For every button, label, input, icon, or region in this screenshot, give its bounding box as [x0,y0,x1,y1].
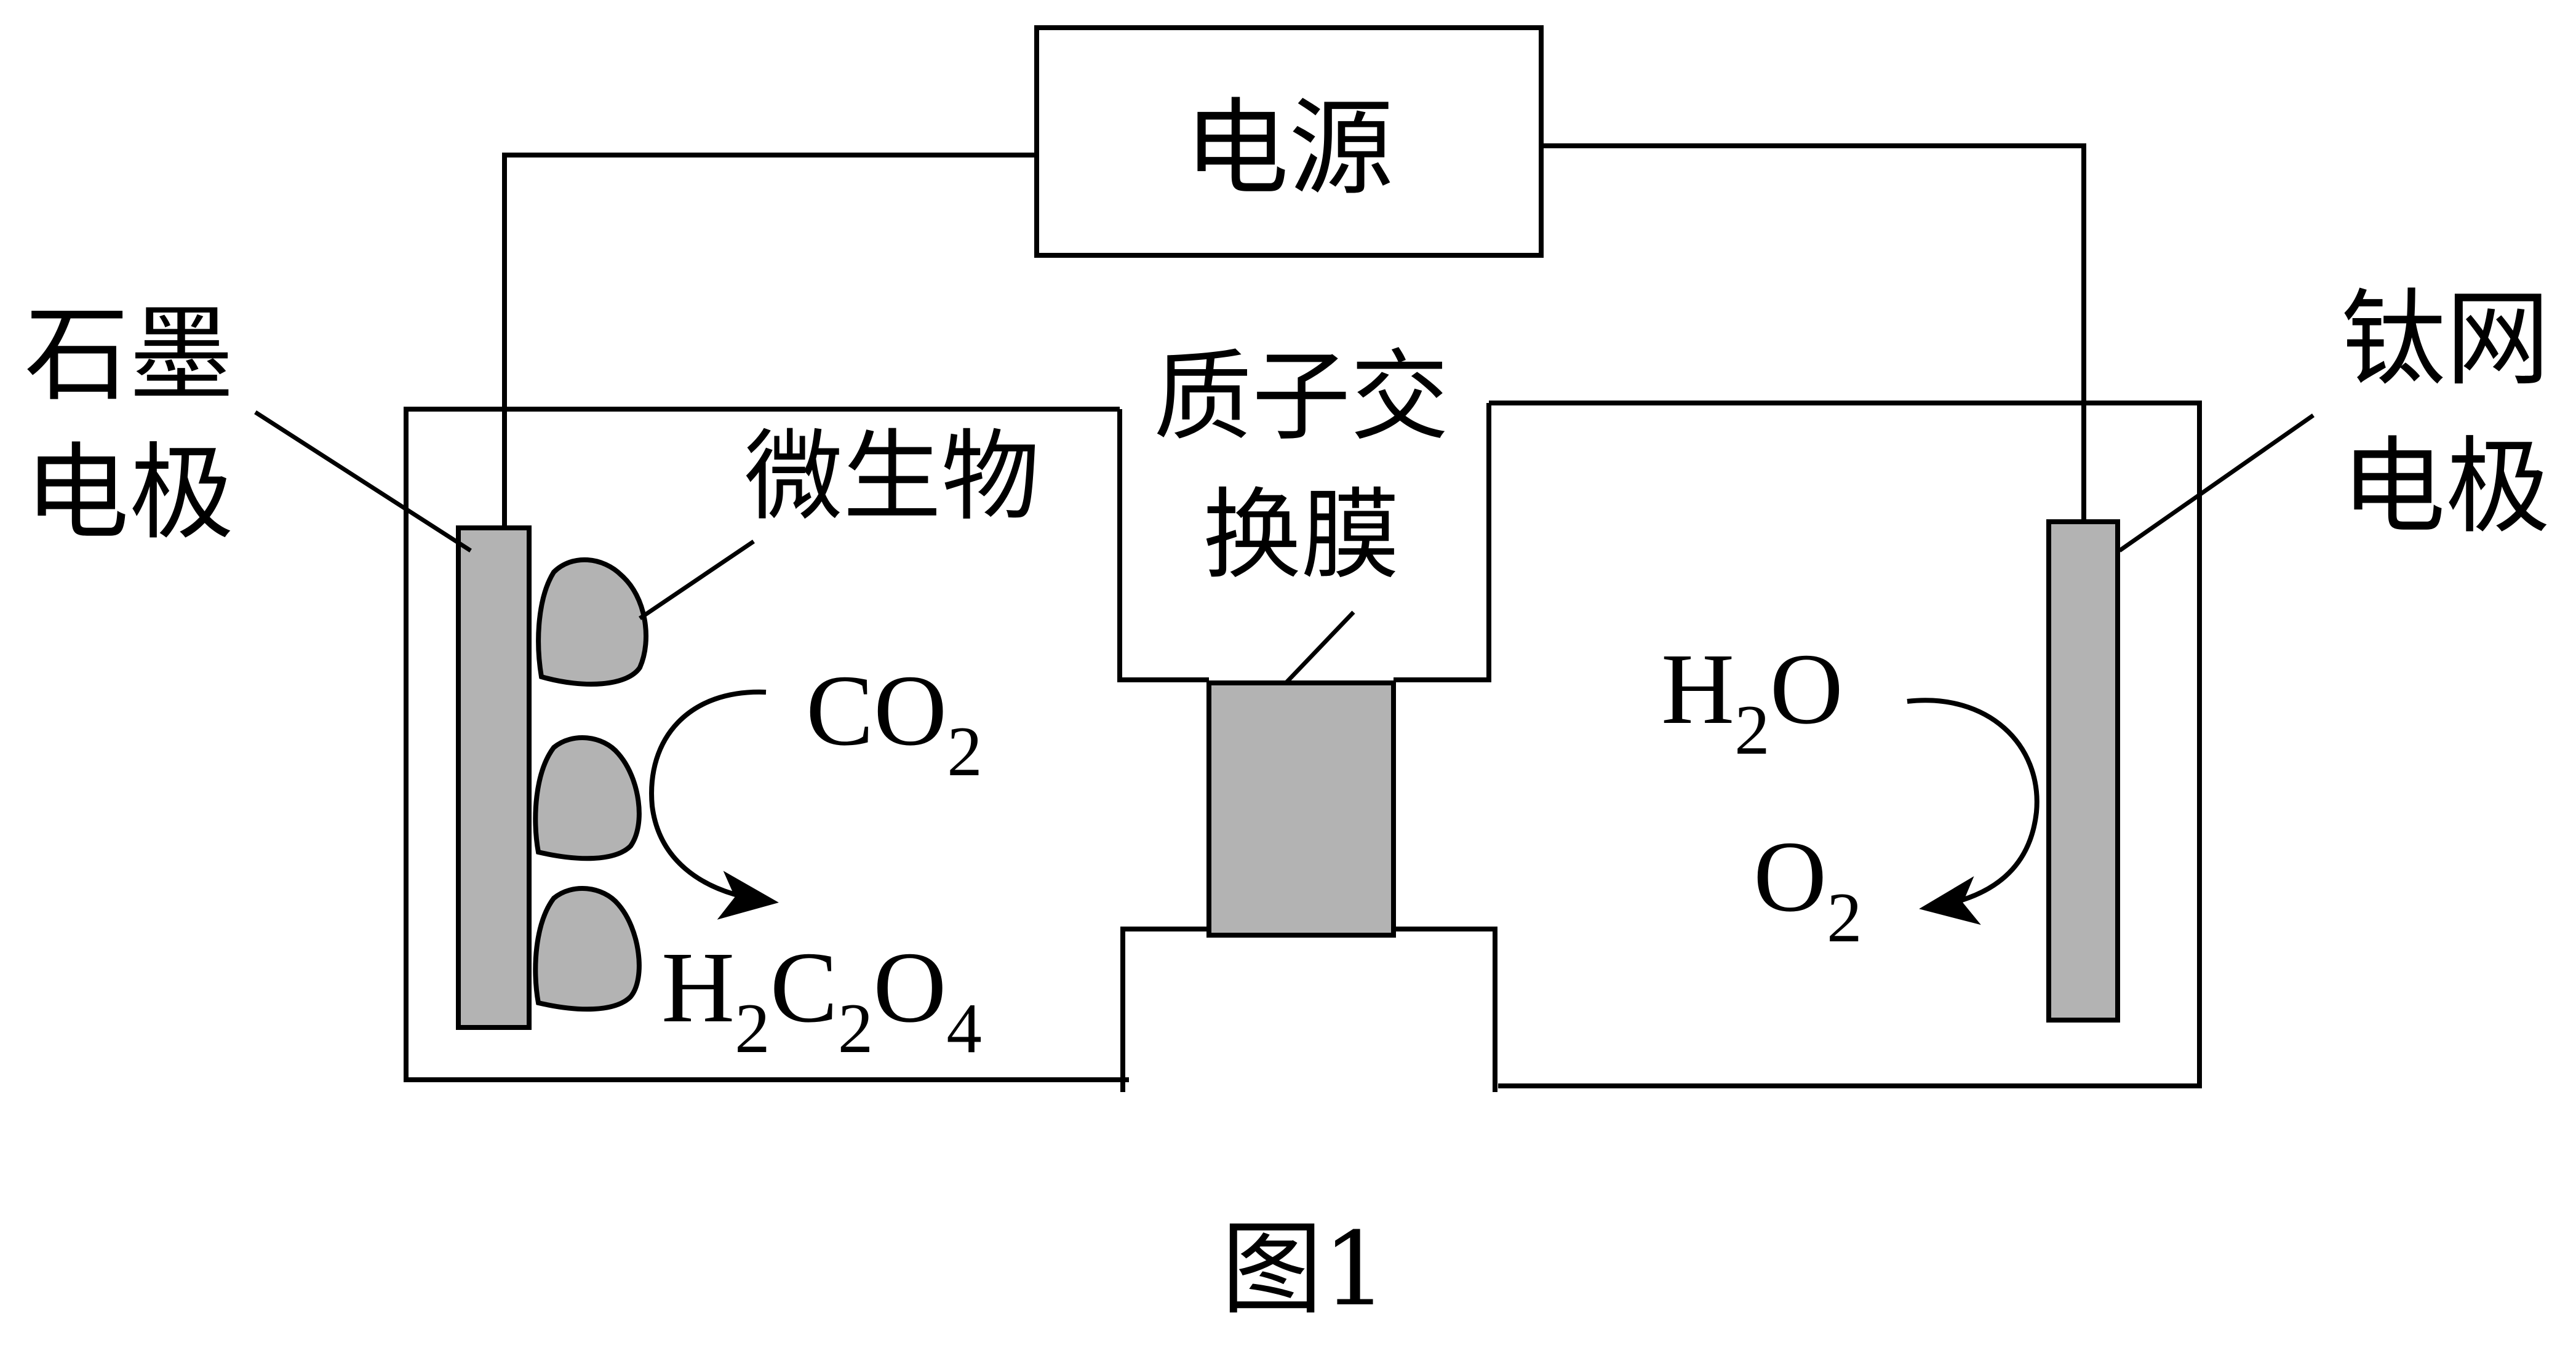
membrane-leader-line [1284,610,1355,685]
figure-caption: 图1 [1221,1210,1387,1328]
membrane-label-line2: 换膜 [1203,477,1400,592]
left-chamber-step [1117,409,1209,682]
microbe-top [536,557,648,687]
titanium-label-line2: 电极 [2341,426,2550,548]
left-chamber-wall [404,407,1129,1082]
left-chamber-bottom-step [1120,927,1209,1092]
graphite-label-line2: 电极 [25,433,234,554]
right-chamber-wall [1489,401,2202,1088]
proton-exchange-membrane [1206,680,1396,938]
right-wire [1541,143,2086,522]
titanium-label-line1: 钛网 [2341,279,2550,401]
graphite-label-line1: 石墨 [25,294,234,416]
co2-label: CO2 [806,654,983,791]
microbe-label: 微生物 [744,419,1040,534]
power-source-label: 电源 [1184,88,1394,210]
right-reaction-arrow [1907,698,2040,925]
graphite-electrode [456,525,532,1030]
left-wire [502,153,1037,528]
titanium-mesh-electrode [2046,519,2120,1023]
titanium-leader-line [2118,413,2315,552]
right-chamber-bottom-step [1394,927,1497,1092]
right-chamber-step [1394,403,1491,682]
microbe-bottom [533,886,642,1012]
graphite-leader-line [254,410,472,552]
h2o-label: H2O [1661,632,1843,769]
o2-label: O2 [1753,820,1862,957]
microbe-middle [533,735,642,861]
membrane-label-line1: 质子交 [1154,339,1449,454]
left-reaction-arrow [649,689,779,920]
h2c2o4-label: H2C2O4 [661,931,982,1067]
microbe-leader-line [639,540,755,620]
power-source-box [1034,25,1544,258]
